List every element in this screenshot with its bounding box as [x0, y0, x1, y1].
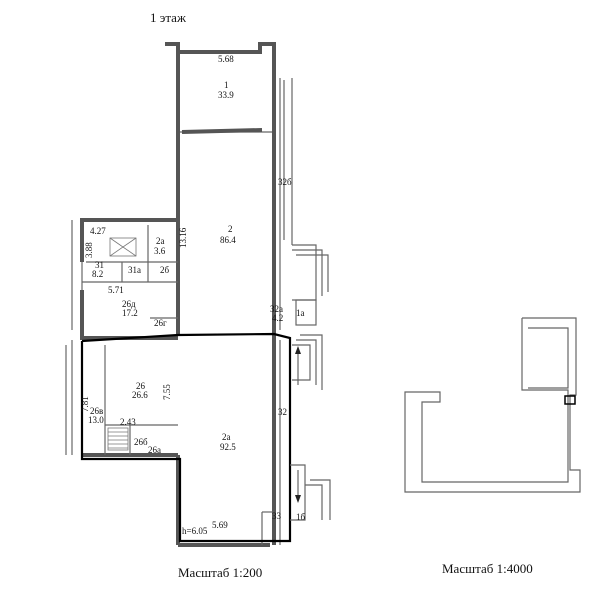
room-2a-main-area: 92.5: [220, 442, 236, 452]
dim-4-27: 4.27: [90, 226, 106, 236]
scale-small-label: Масштаб 1:4000: [442, 561, 533, 576]
room-32a-number: 32а: [270, 304, 283, 314]
room-26d-area: 17.2: [122, 308, 138, 318]
room-26a-number: 26а: [148, 445, 161, 455]
scale-main-label: Масштаб 1:200: [178, 565, 262, 580]
room-31a-number: 31а: [128, 265, 141, 275]
room-1-area: 33.9: [218, 90, 234, 100]
room-2-area: 86.4: [220, 235, 236, 245]
floor-title: 1 этаж: [150, 10, 187, 25]
stairs: [107, 237, 137, 451]
room-26b-number: 26б: [134, 437, 148, 447]
room-32a-area: 4.2: [272, 313, 283, 323]
room-2a-small-area: 3.6: [154, 246, 166, 256]
room-26-number: 26: [136, 381, 146, 391]
dim-7-81: 7.81: [80, 396, 90, 412]
room-26v-number: 26в: [90, 406, 103, 416]
room-26-area: 26.6: [132, 390, 148, 400]
room-31-area: 8.2: [92, 269, 103, 279]
porch-1a-label: 1а: [296, 308, 305, 318]
porch-1b-label: 1б: [296, 512, 306, 522]
room-33-number: 33: [272, 511, 282, 521]
site-plan-miniature: [404, 317, 581, 493]
room-1-number: 1: [224, 80, 229, 90]
dim-7-55: 7.55: [162, 384, 172, 400]
door-arrows: [295, 346, 301, 503]
room-2a-small-number: 2а: [156, 236, 165, 246]
dim-5-68: 5.68: [218, 54, 234, 64]
room-26g-number: 26г: [154, 318, 167, 328]
room-2-number: 2: [228, 224, 233, 234]
room-2a-main-number: 2а: [222, 432, 231, 442]
building-walls: [65, 42, 293, 547]
dim-5-71: 5.71: [108, 285, 124, 295]
dim-3-88: 3.88: [84, 242, 94, 258]
dim-13-16: 13.16: [178, 227, 188, 248]
room-32-number: 32: [278, 407, 287, 417]
room-32b-number: 32б: [278, 177, 292, 187]
dim-2-43: 2.43: [120, 417, 136, 427]
highlighted-area-outline: [80, 332, 292, 543]
room-26v-area: 13.0: [88, 415, 104, 425]
room-2b-number: 2б: [160, 265, 170, 275]
dim-5-69: 5.69: [212, 520, 228, 530]
room-31-number: 31: [95, 260, 104, 270]
ceiling-height: h=6.05: [182, 526, 208, 536]
porch-structures: [290, 244, 331, 521]
room-26d-number: 26д: [122, 299, 136, 309]
